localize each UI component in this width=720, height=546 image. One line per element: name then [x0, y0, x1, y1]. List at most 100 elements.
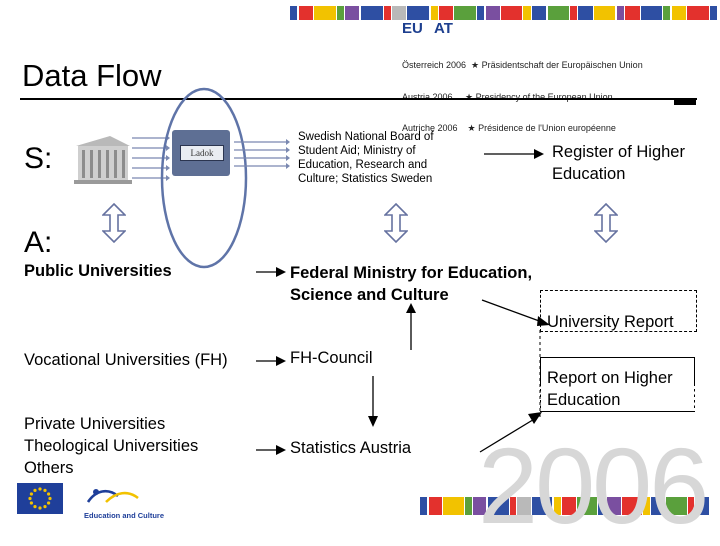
private-to-statistics-arrow — [256, 445, 286, 455]
stripe-segment — [593, 6, 616, 20]
austria-row-label: A: — [24, 226, 53, 259]
swedish-agencies-text: Swedish National Board of Student Aid; M… — [298, 131, 434, 185]
stripe-segment — [578, 6, 593, 20]
stripe-segment — [361, 6, 383, 20]
private-universities: Private Universities — [24, 415, 166, 433]
stripe-segment — [428, 497, 443, 515]
stripe-segment — [464, 497, 472, 515]
stripe-segment — [642, 497, 650, 515]
header-stripe-top — [290, 6, 718, 20]
stripe-segment — [523, 6, 531, 20]
education-culture-icon — [86, 489, 139, 503]
stripe-segment — [420, 497, 427, 515]
ministry-fh-connector — [406, 303, 416, 350]
ladok-label: Ladok — [180, 145, 224, 161]
at-text: AT — [434, 20, 453, 37]
stripe-segment — [598, 497, 605, 515]
public-to-ministry-arrow — [256, 267, 286, 277]
vocational-to-fh-arrow — [256, 356, 286, 366]
stripe-segment — [709, 6, 718, 20]
stripe-segment — [606, 497, 621, 515]
statistics-to-report-arrow — [479, 412, 542, 453]
report-dashed-line — [539, 330, 541, 420]
stripe-segment — [672, 6, 687, 20]
presidency-line: Austria 2006 ★ Presidency of the Europea… — [402, 91, 613, 102]
sweden-left-arrows — [132, 135, 170, 181]
title-divider-end — [674, 100, 696, 105]
stripe-segment — [299, 6, 314, 20]
theological-universities: Theological Universities — [24, 437, 199, 455]
stripe-segment — [391, 6, 407, 20]
stripe-segment — [430, 6, 438, 20]
stripe-segment — [531, 6, 546, 20]
stripe-segment — [383, 6, 391, 20]
statistics-austria: Statistics Austria — [290, 439, 412, 457]
stripe-segment — [509, 497, 517, 515]
stripe-segment — [617, 6, 625, 20]
at-logo-text: AT — [434, 20, 453, 37]
university-report-box — [540, 290, 697, 332]
stripe-segment — [650, 497, 665, 515]
stripe-segment — [488, 497, 509, 515]
stripe-segment — [531, 497, 553, 515]
stripe-segment — [517, 497, 531, 515]
university-building-image — [70, 128, 136, 186]
vocational-universities: Vocational Universities (FH) — [24, 351, 228, 369]
year-watermark: 2006 — [478, 425, 709, 546]
stripe-segment — [640, 6, 662, 20]
stripe-segment — [666, 497, 687, 515]
stripe-segment — [485, 6, 500, 20]
stripe-segment — [547, 6, 570, 20]
eu-text: EU — [402, 20, 423, 37]
vertical-double-arrow-3 — [594, 203, 618, 243]
stripe-segment — [438, 6, 454, 20]
presidency-text: Österreich 2006 ★ Präsidentschaft der Eu… — [402, 39, 643, 144]
federal-ministry: Federal Ministry for Education, Science … — [290, 264, 533, 304]
stripe-segment — [407, 6, 429, 20]
fh-to-statistics-arrow — [368, 376, 378, 427]
eu-logo-text: EU — [402, 20, 423, 37]
register-of-higher-education: Register of Higher Education — [552, 143, 685, 183]
eu-flag-logo — [17, 483, 63, 514]
stripe-segment — [663, 6, 671, 20]
sweden-row-label: S: — [24, 142, 53, 175]
stripe-segment — [336, 6, 345, 20]
presidency-line: Autriche 2006 ★ Présidence de l'Union eu… — [402, 123, 616, 133]
stripe-segment — [345, 6, 360, 20]
ladok-server: Ladok — [172, 130, 230, 176]
stripe-segment — [554, 497, 562, 515]
fh-council: FH-Council — [290, 349, 373, 367]
stripe-segment — [625, 6, 640, 20]
stripe-segment — [621, 497, 642, 515]
vertical-double-arrow-2 — [384, 203, 408, 243]
sweden-right-arrows — [234, 139, 290, 169]
private-universities-list: Private Universities Theological Univers… — [24, 413, 198, 479]
stripe-segment — [500, 6, 523, 20]
stripe-segment — [454, 6, 476, 20]
title-divider — [20, 98, 697, 100]
stripe-segment — [687, 6, 709, 20]
university-report: University Report — [547, 313, 674, 331]
stripe-segment — [562, 497, 576, 515]
page-title: Data Flow — [22, 58, 162, 93]
stripe-segment — [314, 6, 336, 20]
report-on-higher-education: Report on Higher Education — [547, 369, 673, 409]
stripe-segment — [476, 6, 484, 20]
stripe-segment — [290, 6, 298, 20]
others: Others — [24, 459, 74, 477]
stripe-segment — [576, 497, 598, 515]
education-culture-logo: Education and Culture — [84, 486, 176, 520]
public-universities: Public Universities — [24, 262, 172, 280]
education-culture-text: Education and Culture — [84, 511, 165, 520]
stripe-segment — [687, 497, 695, 515]
vertical-double-arrow-1 — [102, 203, 126, 243]
ladok-highlight-ellipse — [160, 87, 248, 269]
stripe-segment — [570, 6, 578, 20]
stripe-segment — [695, 497, 710, 515]
eu-stars-icon — [28, 487, 52, 510]
header-stripe-bottom — [420, 497, 710, 515]
presidency-line: Österreich 2006 ★ Präsidentschaft der Eu… — [402, 60, 643, 70]
agencies-to-register-arrow — [484, 149, 544, 159]
stripe-segment — [443, 497, 464, 515]
stripe-segment — [472, 497, 487, 515]
